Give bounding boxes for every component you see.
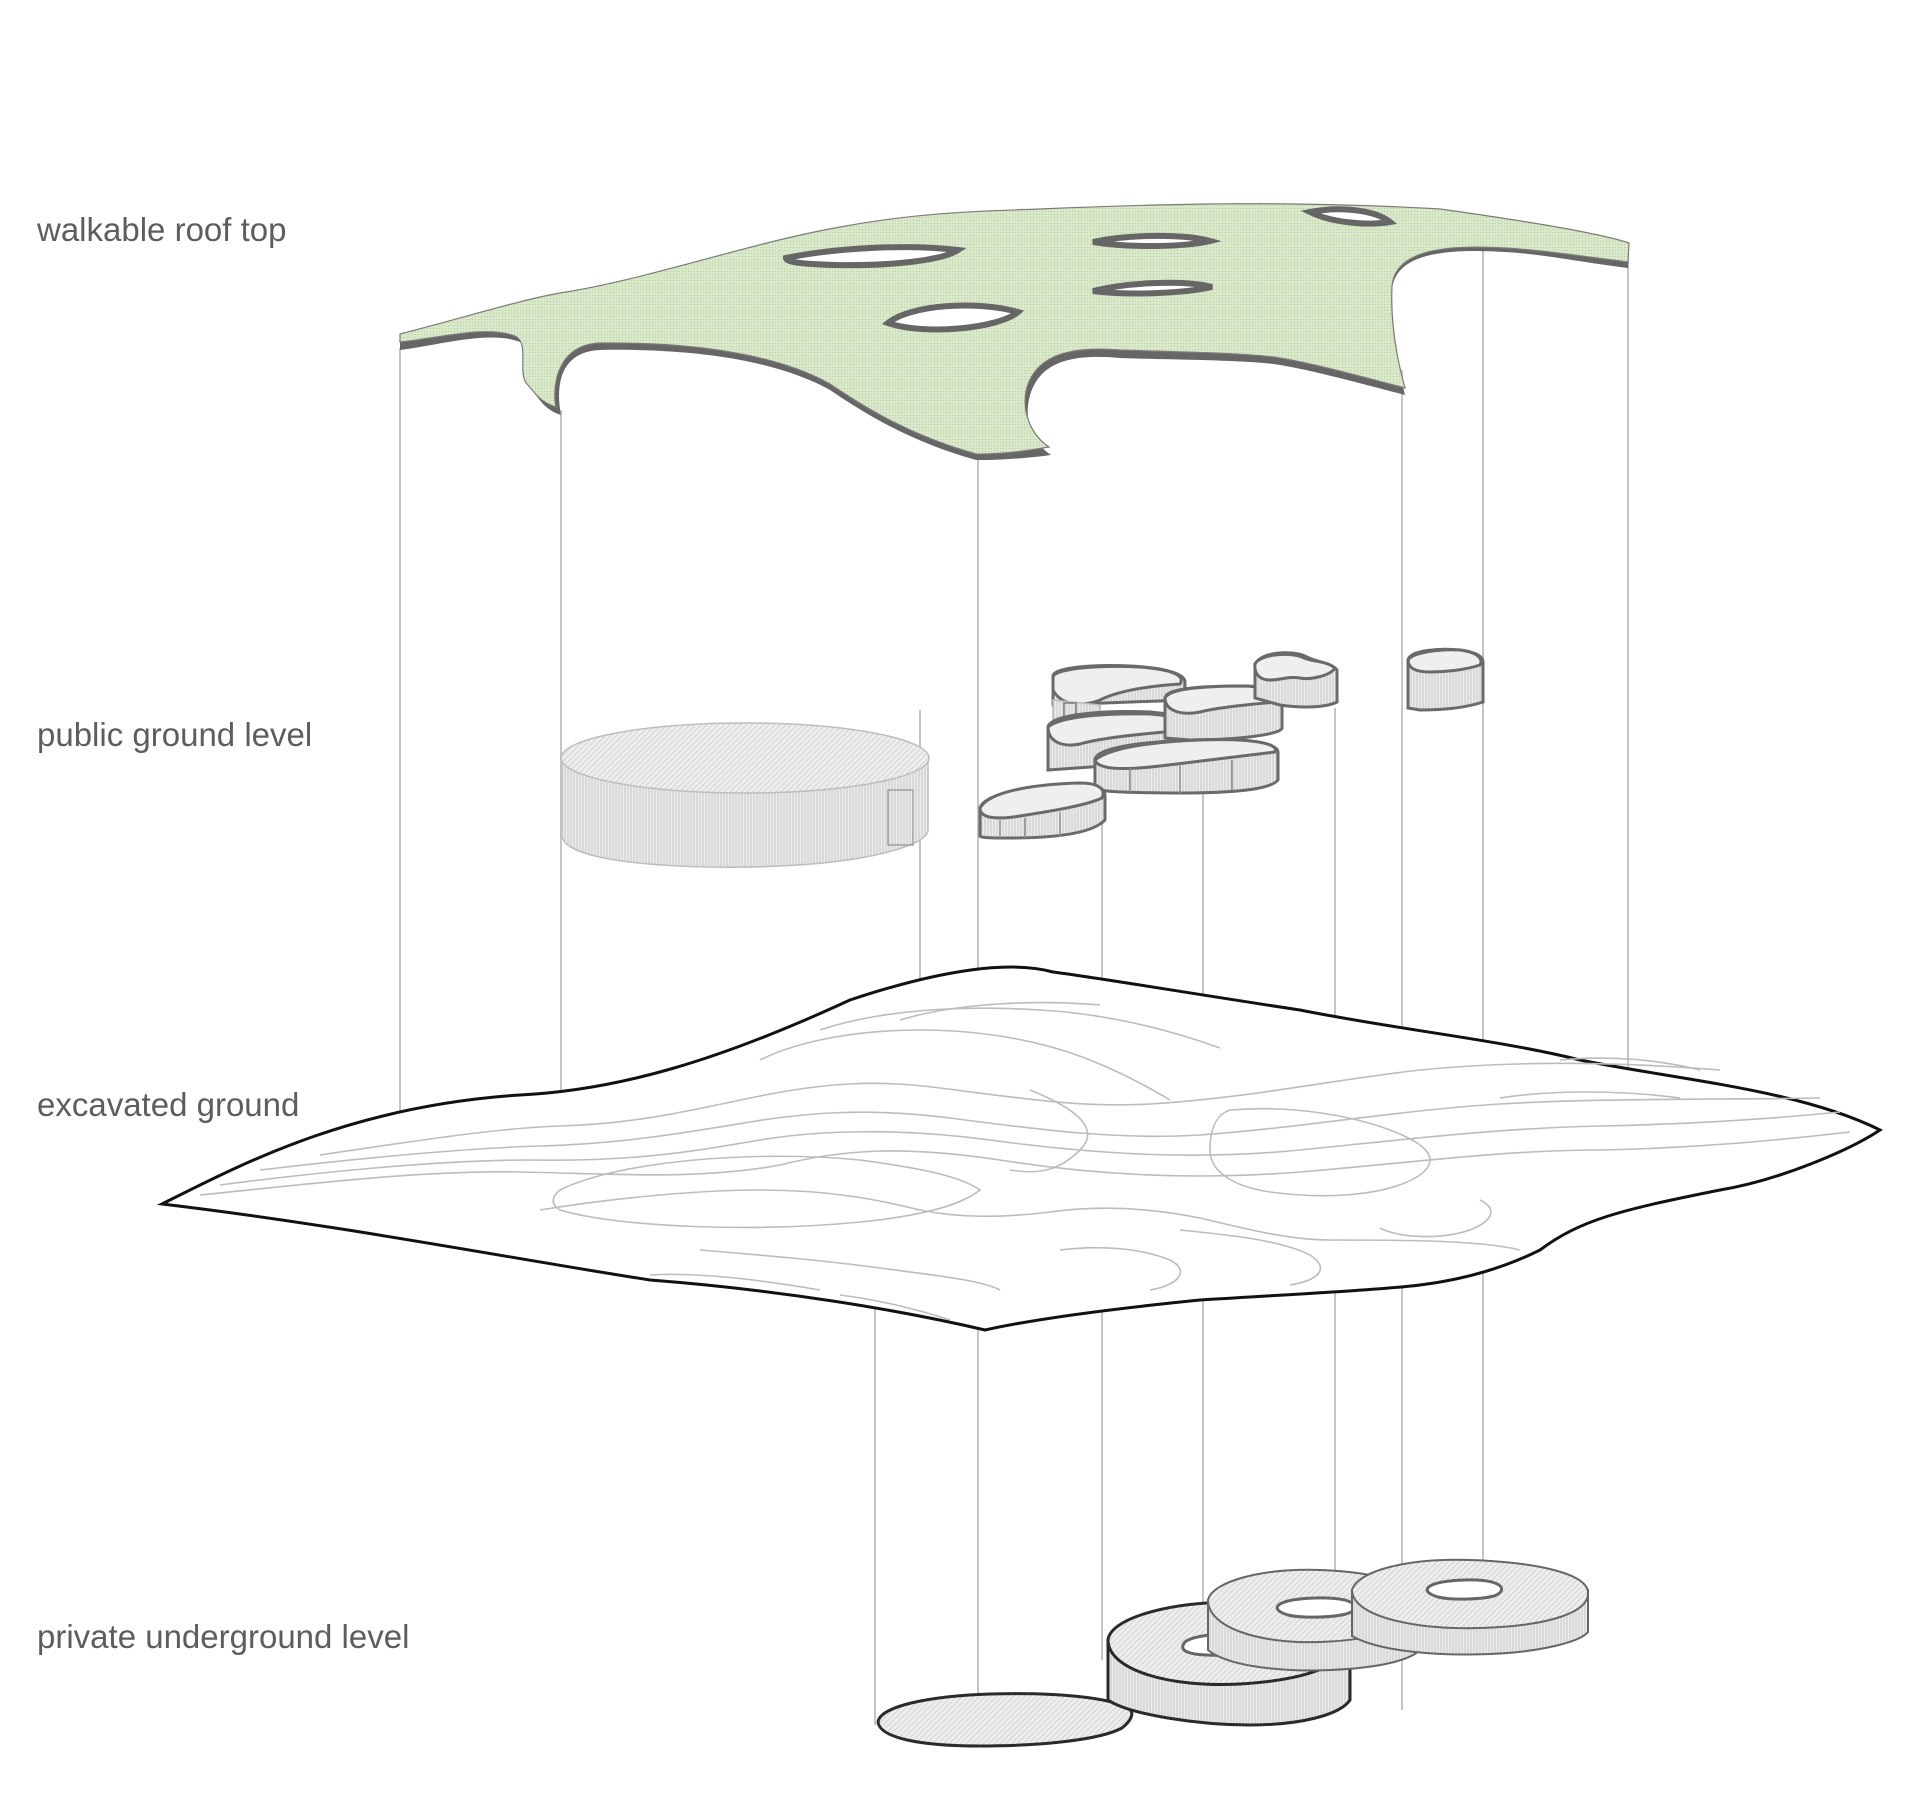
- public-pavilion: [1163, 684, 1284, 742]
- underground-pod: [1350, 1558, 1590, 1656]
- roof-opening: [881, 302, 1025, 333]
- layer-label-roof: walkable roof top: [37, 211, 287, 248]
- excavated-ground: [156, 965, 1883, 1332]
- roof-opening: [782, 244, 967, 269]
- roof-opening: [1092, 232, 1222, 250]
- pod-opening: [1275, 1596, 1357, 1619]
- public-cylinder-large: [560, 722, 930, 868]
- pod-opening: [1425, 1578, 1504, 1601]
- public-pavilion: [978, 781, 1107, 840]
- public-ground-level: [560, 647, 1485, 868]
- public-pavilion: [1406, 647, 1485, 712]
- roof-slab: [399, 203, 1630, 461]
- ground-outline: [156, 965, 1883, 1332]
- roof-opening: [1092, 279, 1213, 297]
- roof-opening: [1300, 206, 1398, 227]
- private-underground-level: [876, 1558, 1590, 1748]
- layer-label-private: private underground level: [37, 1618, 410, 1655]
- layer-label-excavated: excavated ground: [37, 1086, 300, 1123]
- layer-label-public: public ground level: [37, 716, 313, 753]
- roof-openings: [782, 206, 1398, 333]
- underground-disc: [876, 1692, 1134, 1748]
- contour-lines: [199, 1001, 1851, 1321]
- roof-slab-top: [399, 203, 1630, 455]
- public-pavilion: [1253, 651, 1339, 709]
- public-pavilion: [1093, 738, 1280, 795]
- door-frame: [887, 789, 914, 846]
- public-pavilion: [1051, 664, 1187, 731]
